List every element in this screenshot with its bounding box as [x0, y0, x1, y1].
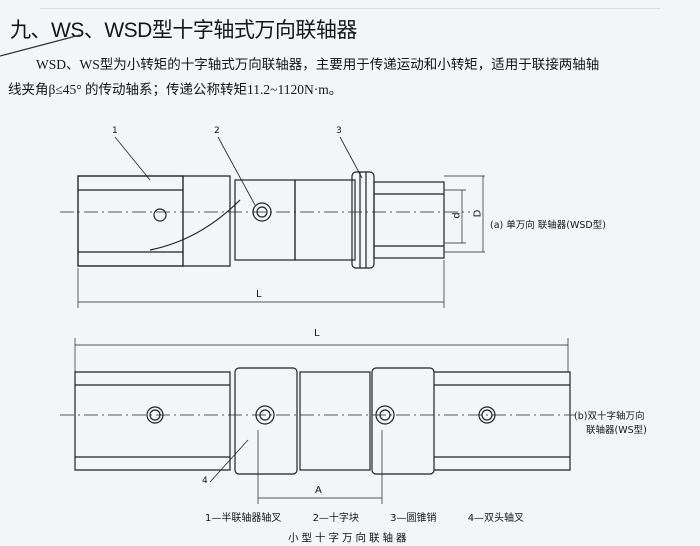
part-number-1: 1	[112, 126, 118, 136]
legend-item: 4—双头轴叉	[467, 513, 525, 524]
dimension-d: d	[451, 212, 463, 219]
dimension-L-b: L	[314, 328, 320, 339]
dimension-D: D	[472, 209, 484, 218]
part-number-3: 3	[336, 126, 342, 136]
parts-legend: 1—半联轴器轴叉 2—十字块 3—圆锥销 4—双头轴叉	[205, 509, 540, 524]
part-number-2: 2	[214, 126, 220, 136]
legend-item: 2—十字块	[312, 513, 359, 524]
faded-table-edge	[40, 0, 660, 9]
figure-caption: 小型十字万向联轴器	[288, 532, 410, 544]
figure-b-label-line-1: (b)双十字轴万向	[574, 411, 645, 422]
dimension-L-a: L	[256, 289, 262, 300]
figure-a-label: (a) 单万向 联轴器(WSD型)	[490, 220, 606, 231]
part-number-4: 4	[202, 476, 208, 486]
section-heading: 九、WS、WSD型十字轴式万向联轴器	[10, 19, 357, 42]
dimension-A: A	[315, 485, 322, 496]
paragraph-line-2: 线夹角β≤45° 的传动轴系；传递公称转矩11.2~1120N·m。	[8, 82, 343, 97]
ws-double-coupling-drawing	[60, 338, 575, 504]
legend-item: 3—圆锥销	[390, 513, 437, 524]
figure-b-label-line-2: 联轴器(WS型)	[586, 425, 647, 436]
legend-item: 1—半联轴器轴叉	[205, 513, 282, 524]
paragraph-line-1: WSD、WS型为小转矩的十字轴式万向联轴器，主要用于传递运动和小转矩，适用于联接…	[36, 57, 600, 72]
wsd-single-coupling-drawing	[60, 136, 485, 308]
